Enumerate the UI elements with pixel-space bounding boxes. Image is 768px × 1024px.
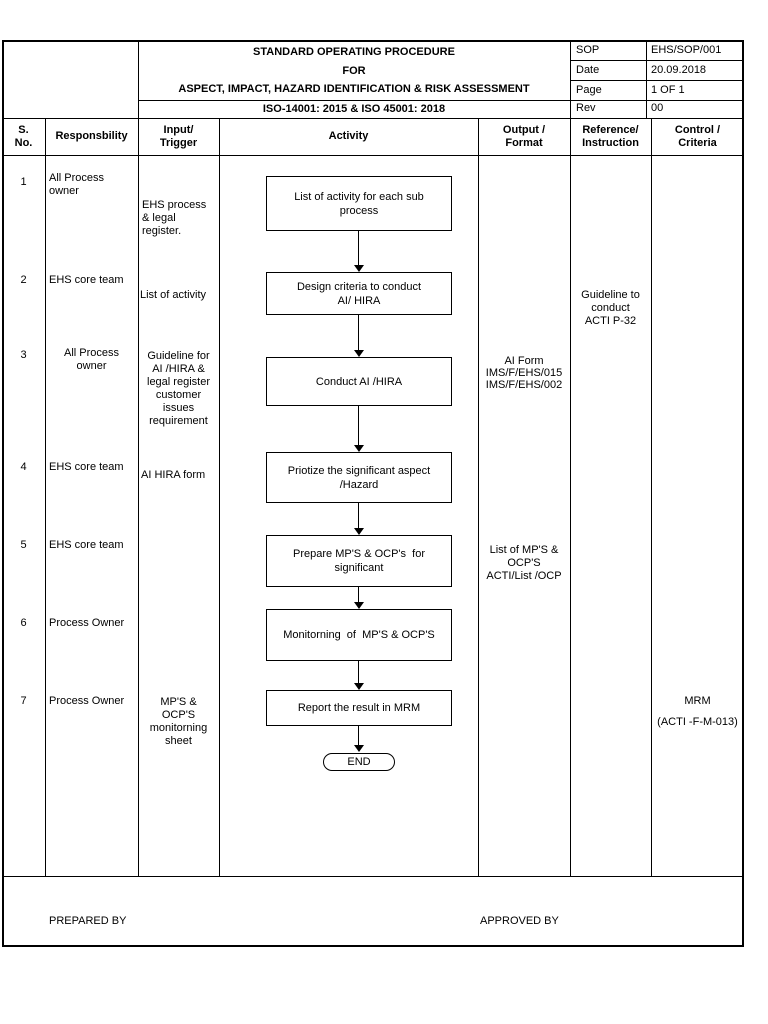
responsibility-4: EHS core team [49, 461, 124, 473]
info-value-page: 1 OF 1 [651, 84, 685, 96]
input-trigger-3: Guideline for AI /HIRA & legal register … [147, 350, 210, 427]
prepared-by-label: PREPARED BY [49, 915, 127, 927]
output-format-mps-ocps: List of MP'S & OCP'S ACTI/List /OCP [486, 544, 562, 582]
row-number-3: 3 [20, 349, 27, 361]
arrow-down-icon [354, 745, 364, 752]
info-label-page: Page [576, 84, 602, 96]
approved-by-label: APPROVED BY [480, 915, 559, 927]
table-outer-border [2, 40, 744, 947]
arrow-down-icon [354, 265, 364, 272]
flow-arrow-line [358, 503, 359, 528]
input-trigger-2: List of activity [140, 289, 207, 301]
grid-line [2, 155, 744, 156]
flowchart-step-7: Report the result in MRM [266, 690, 452, 726]
doc-title-line3: ASPECT, IMPACT, HAZARD IDENTIFICATION & … [178, 83, 530, 95]
flowchart-step-6: Monitorning of MP'S & OCP'S [266, 609, 452, 661]
arrow-down-icon [354, 445, 364, 452]
col-header-input-trigger: Input/ Trigger [159, 123, 198, 149]
grid-line [219, 118, 220, 876]
info-label-rev: Rev [576, 102, 596, 114]
input-trigger-1: EHS process & legal register. [142, 199, 207, 237]
grid-line [478, 118, 479, 876]
arrow-down-icon [354, 350, 364, 357]
doc-title-line1: STANDARD OPERATING PROCEDURE [253, 46, 455, 58]
arrow-down-icon [354, 683, 364, 690]
grid-line [2, 118, 744, 119]
input-trigger-4: AI HIRA form [141, 469, 206, 481]
responsibility-1: All Process owner [49, 172, 105, 197]
input-trigger-7: MP'S & OCP'S monitorning sheet [149, 696, 208, 747]
col-header-activity: Activity [328, 130, 369, 142]
doc-title-iso-line: ISO-14001: 2015 & ISO 45001: 2018 [262, 102, 446, 115]
control-mrm: MRM [684, 695, 711, 707]
col-header-control: Control / Criteria [674, 123, 721, 149]
info-value-date: 20.09.2018 [651, 64, 707, 76]
responsibility-7: Process Owner [49, 695, 125, 707]
info-label-date: Date [576, 64, 600, 76]
responsibility-6: Process Owner [49, 617, 125, 629]
flow-arrow-line [358, 315, 359, 350]
doc-title-line2: FOR [342, 65, 366, 77]
arrow-down-icon [354, 602, 364, 609]
reference-guideline: Guideline to conduct ACTI P-32 [581, 289, 640, 327]
control-acti-form: (ACTI -F-M-013) [657, 716, 738, 728]
grid-line [646, 40, 647, 118]
responsibility-5: EHS core team [49, 539, 124, 551]
row-number-6: 6 [20, 617, 27, 629]
flowchart-step-3: Conduct AI /HIRA [266, 357, 452, 406]
info-value-sop: EHS/SOP/001 [651, 44, 722, 56]
col-header-output-format: Output / Format [502, 123, 546, 149]
col-header-responsibility: Responsbility [55, 130, 128, 142]
arrow-down-icon [354, 528, 364, 535]
grid-line [138, 40, 139, 876]
grid-line [2, 876, 744, 877]
info-label-sop: SOP [576, 44, 600, 56]
responsibility-2: EHS core team [49, 274, 124, 286]
flow-arrow-line [358, 726, 359, 745]
flow-arrow-line [358, 406, 359, 445]
grid-line [570, 40, 571, 876]
flowchart-step-4: Priotize the significant aspect /Hazard [266, 452, 452, 503]
flow-arrow-line [358, 587, 359, 602]
col-header-sno: S. No. [14, 123, 33, 149]
flowchart-step-5: Prepare MP'S & OCP's for significant [266, 535, 452, 587]
row-number-1: 1 [20, 176, 27, 188]
col-header-reference: Reference/ Instruction [582, 123, 639, 149]
output-format-ai-form: AI Form IMS/F/EHS/015 IMS/F/EHS/002 [485, 355, 563, 391]
grid-line [138, 100, 744, 101]
flowchart-end-terminator: END [323, 753, 395, 771]
flow-arrow-line [358, 661, 359, 683]
grid-line [570, 60, 744, 61]
info-value-rev: 00 [651, 102, 664, 114]
flow-arrow-line [358, 231, 359, 265]
row-number-7: 7 [20, 695, 27, 707]
row-number-4: 4 [20, 461, 27, 473]
grid-line [651, 118, 652, 876]
flowchart-step-1: List of activity for each sub process [266, 176, 452, 231]
responsibility-3: All Process owner [63, 347, 120, 372]
row-number-5: 5 [20, 539, 27, 551]
flowchart-step-2: Design criteria to conduct AI/ HIRA [266, 272, 452, 315]
grid-line [570, 80, 744, 81]
grid-line [45, 118, 46, 876]
row-number-2: 2 [20, 274, 27, 286]
